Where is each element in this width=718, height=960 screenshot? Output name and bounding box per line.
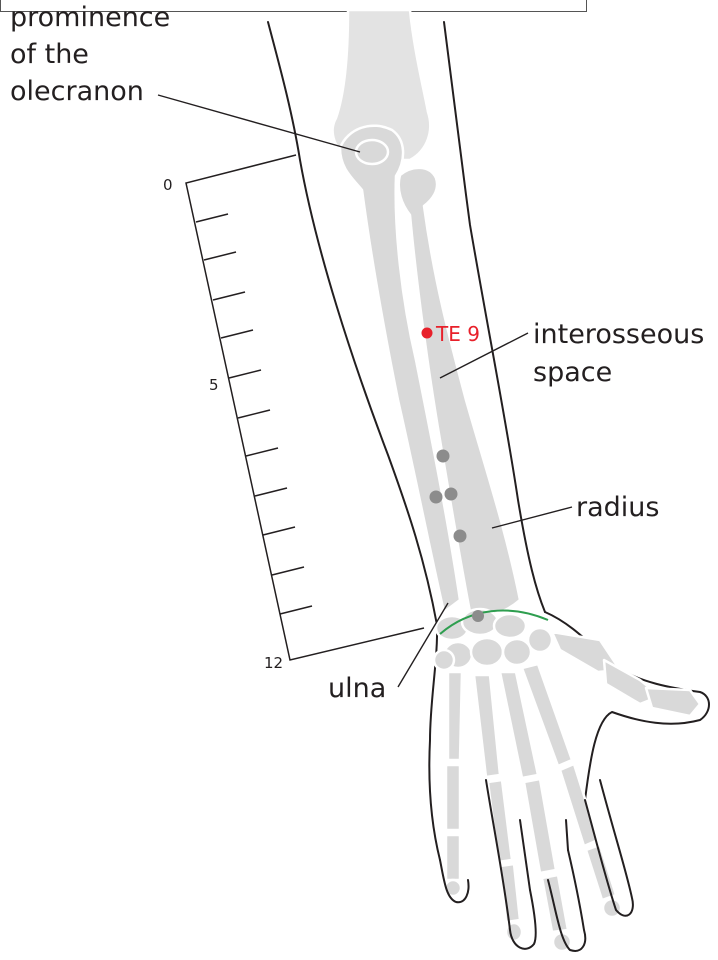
acupoint-dot: [472, 610, 484, 622]
acupoint-dot: [445, 488, 458, 501]
scale-tick-label: 12: [264, 654, 283, 672]
acupoint-dot: [437, 450, 450, 463]
interosseous-label-line2: space: [533, 357, 612, 388]
scale-tick-label: 0: [163, 176, 173, 194]
te9-point-marker: [422, 328, 433, 339]
carpal-bones: [434, 609, 552, 670]
hand-bones: [445, 632, 700, 951]
acupoint-dot: [454, 530, 467, 543]
ulna-label: ulna: [328, 673, 386, 704]
acupoint-dot: [430, 491, 443, 504]
radius-label: radius: [576, 492, 659, 523]
te9-label: TE 9: [435, 322, 480, 346]
olecranon-label-line3: olecranon: [10, 76, 144, 107]
olecranon-label-line1: prominence: [10, 2, 170, 33]
scale-tick-label: 5: [209, 376, 219, 394]
olecranon-label-line2: of the: [10, 39, 89, 70]
interosseous-label-line1: interosseous: [533, 319, 704, 350]
